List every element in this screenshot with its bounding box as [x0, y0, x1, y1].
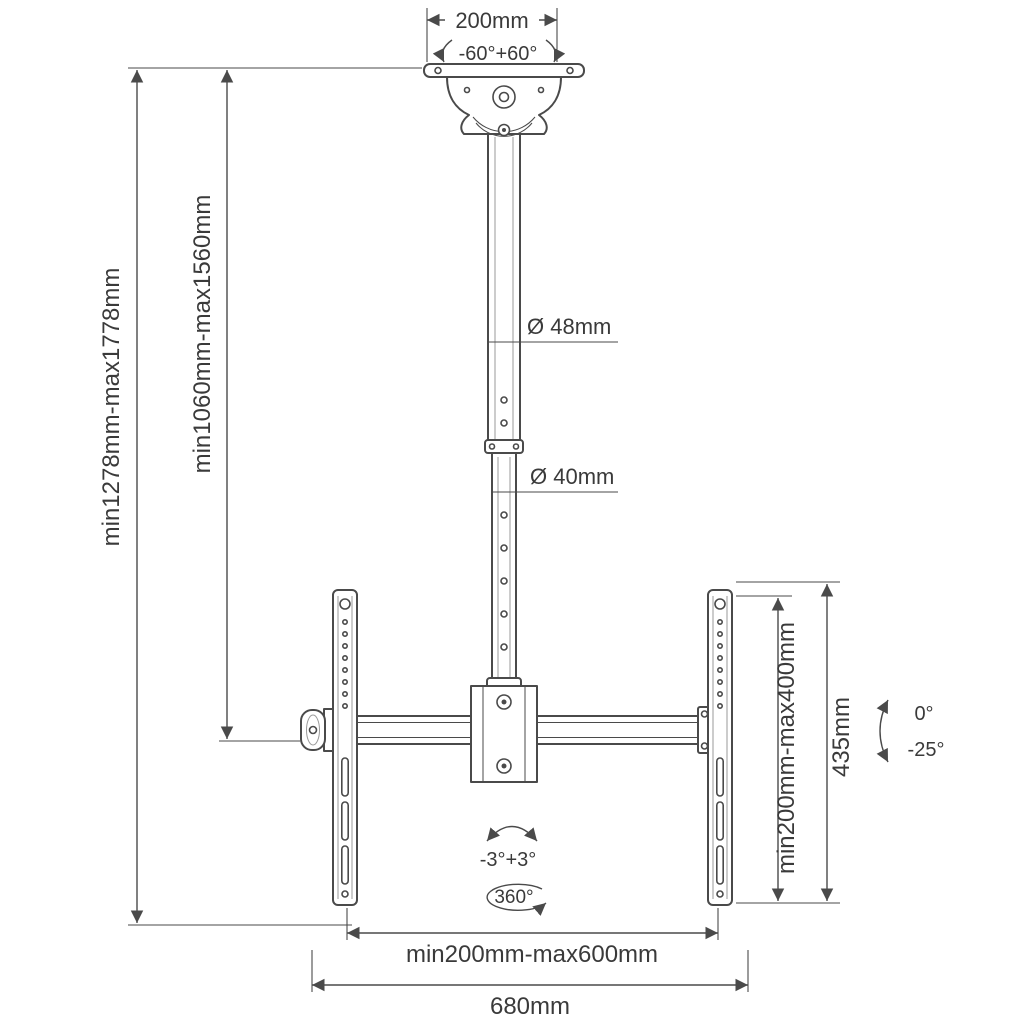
label-tilt-up: 0° [914, 703, 933, 725]
dimension-labels: 200mm -60°+60° Ø 48mm Ø 40mm min1278mm-m… [98, 8, 944, 1020]
label-side-tilt-range: -3°+3° [480, 849, 537, 871]
right-bracket-plate [707, 589, 733, 906]
label-arm-width-range: min200mm-max600mm [406, 941, 658, 968]
crossbar-end-knob [300, 709, 326, 751]
left-bracket-plate [332, 589, 358, 906]
label-swivel-range: -60°+60° [459, 43, 538, 65]
label-tilt-down: -25° [908, 739, 945, 761]
label-bracket-height: 435mm [828, 697, 855, 777]
label-vesa-height-range: min200mm-max400mm [773, 622, 800, 874]
dimension-lines [128, 8, 889, 992]
label-overall-height-range: min1278mm-max1778mm [98, 268, 125, 547]
left-tv-bracket [332, 589, 358, 906]
pivot-block [470, 685, 538, 783]
telescopic-pole [484, 132, 524, 694]
ceiling-plate [423, 63, 585, 137]
label-overall-width: 680mm [490, 993, 570, 1020]
label-lower-pole-diameter: Ø 40mm [530, 464, 614, 489]
lower-pole-tube [491, 452, 517, 694]
ceiling-plate-bar [423, 63, 585, 78]
right-tv-bracket [707, 589, 733, 906]
label-rotation: 360° [494, 887, 533, 908]
label-upper-pole-diameter: Ø 48mm [527, 314, 611, 339]
label-pole-height-range: min1060mm-max1560mm [189, 195, 216, 474]
upper-pole-tube [487, 132, 521, 446]
label-top-width: 200mm [455, 8, 528, 33]
